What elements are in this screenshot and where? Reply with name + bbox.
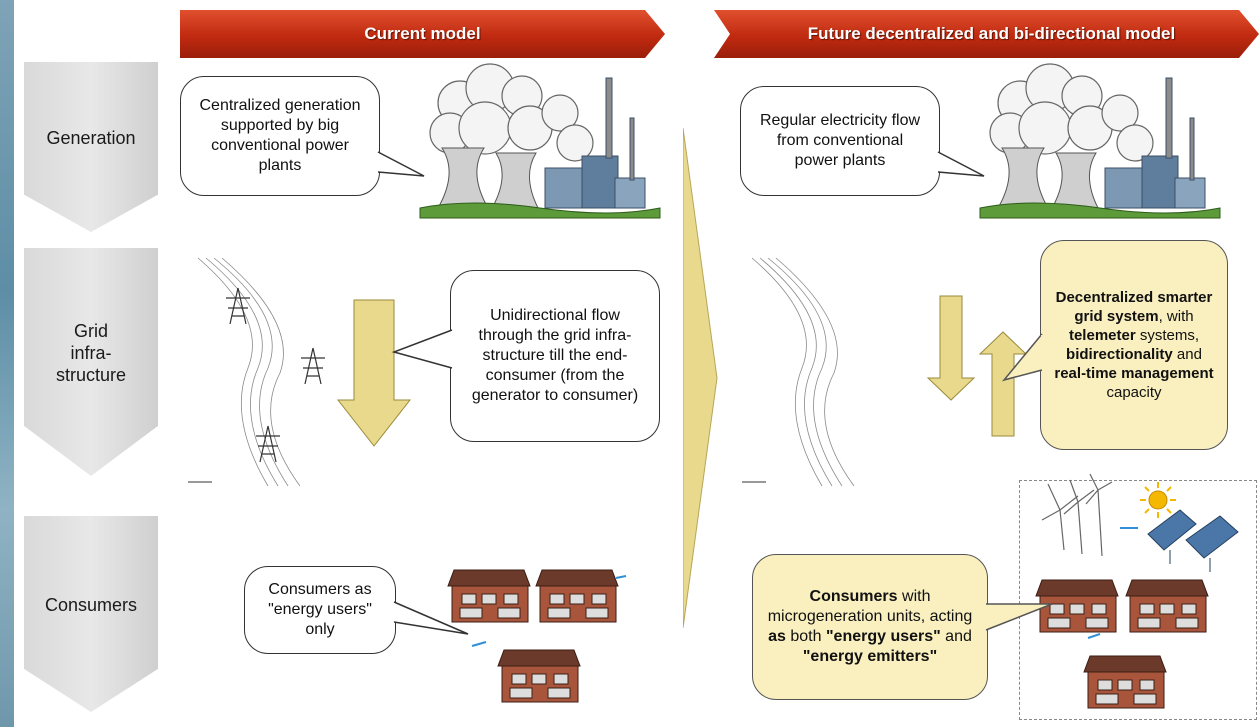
wind-turbine-icon <box>1041 473 1113 557</box>
down-arrow-icon <box>926 295 976 401</box>
future-generation-bubble-tail <box>935 151 985 177</box>
current-grid-text: Unidirectional flow through the grid inf… <box>471 307 639 404</box>
future-consumers-text-1: with microgeneration units, acting <box>767 588 973 625</box>
current-model-banner: Current model <box>180 10 665 58</box>
future-grid-text: Decentralized smarter grid system, with … <box>1053 288 1215 402</box>
downward-flow-arrow <box>336 299 412 447</box>
grid-label-line-2: infra- <box>70 343 112 363</box>
microgeneration-illustration <box>1035 473 1239 709</box>
generation-label: Generation <box>46 128 136 148</box>
bidirectional-flow-arrows <box>926 295 1028 437</box>
left-edge-strip <box>0 0 14 727</box>
house-icon <box>497 649 581 703</box>
house-icon <box>1035 579 1119 633</box>
future-grid-bold-3: bidirectionality <box>1066 346 1173 363</box>
future-grid-text-1: , with <box>1158 308 1194 325</box>
future-grid-text-4: capacity <box>1106 384 1162 401</box>
future-grid-bold-4: real-time management <box>1054 365 1214 382</box>
up-arrow-icon <box>978 331 1028 437</box>
grid-label-line-1: Grid <box>73 321 108 341</box>
future-power-lines-illustration <box>742 257 855 487</box>
house-icon <box>535 569 619 623</box>
future-generation-bubble: Regular electricity flow from convention… <box>740 86 940 196</box>
microgeneration-area <box>1019 480 1257 720</box>
current-generation-bubble: Centralized generation supported by big … <box>180 76 380 196</box>
future-power-plant-illustration <box>979 63 1221 219</box>
future-grid-bold-1: Decentralized smarter grid system <box>1055 289 1213 325</box>
future-consumers-bubble: Consumers with microgeneration units, ac… <box>752 554 988 700</box>
current-grid-bubble: Unidirectional flow through the grid inf… <box>450 270 660 442</box>
future-consumers-text: Consumers with microgeneration units, ac… <box>765 587 975 667</box>
future-consumers-bubble-tail <box>983 603 1053 631</box>
future-consumers-bold-4: "energy emitters" <box>802 648 938 665</box>
consumers-label: Consumers <box>44 595 138 615</box>
future-consumers-bold-3: "energy users" <box>825 628 941 645</box>
future-model-banner: Future decentralized and bi-directional … <box>714 10 1259 58</box>
power-plant-illustration <box>419 63 661 219</box>
steam-cloud-icon <box>429 63 594 162</box>
grid-label: Grid infra- structure <box>56 320 126 386</box>
future-grid-bold-2: telemeter <box>1068 327 1136 344</box>
future-model-title: Future decentralized and bi-directional … <box>807 24 1176 43</box>
future-consumers-text-2: both <box>785 628 826 645</box>
steam-cloud-icon <box>989 63 1154 162</box>
future-grid-text-2: systems, <box>1135 327 1200 344</box>
row-label-generation: Generation <box>24 62 158 232</box>
current-generation-bubble-tail <box>375 151 425 177</box>
grass-icon <box>979 202 1221 219</box>
house-icon <box>1125 579 1209 633</box>
future-grid-bubble-tail <box>1001 333 1045 382</box>
future-consumers-bold-2: as <box>768 628 786 645</box>
future-grid-bubble: Decentralized smarter grid system, with … <box>1040 240 1228 450</box>
future-consumers-bold-1: Consumers <box>809 588 898 605</box>
future-grid-text-3: and <box>1172 346 1202 363</box>
future-generation-text: Regular electricity flow from convention… <box>759 112 921 169</box>
cooling-tower-icon <box>437 147 539 209</box>
current-grid-bubble-tail <box>391 329 455 369</box>
grid-label-line-3: structure <box>55 365 127 385</box>
future-consumers-text-3: and <box>940 628 972 645</box>
model-transition-chevron <box>683 128 718 628</box>
house-icon <box>1083 655 1167 709</box>
transmission-tower-icon <box>226 287 325 463</box>
houses-illustration <box>447 569 627 703</box>
sun-icon <box>1140 482 1176 518</box>
current-model-title: Current model <box>364 24 481 43</box>
house-icon <box>447 569 531 623</box>
current-consumers-text: Consumers as "energy users" only <box>268 581 372 638</box>
current-generation-text: Centralized generation supported by big … <box>199 97 361 174</box>
row-label-grid: Grid infra- structure <box>24 248 158 476</box>
current-consumers-bubble: Consumers as "energy users" only <box>244 566 396 654</box>
factory-building-icon <box>544 77 646 209</box>
factory-building-icon <box>1104 77 1206 209</box>
cooling-tower-icon <box>997 147 1099 209</box>
row-label-consumers: Consumers <box>24 516 158 712</box>
grass-icon <box>419 202 661 219</box>
power-lines-illustration <box>188 257 325 487</box>
solar-panel-icon <box>1147 509 1239 572</box>
current-consumers-bubble-tail <box>391 601 469 635</box>
